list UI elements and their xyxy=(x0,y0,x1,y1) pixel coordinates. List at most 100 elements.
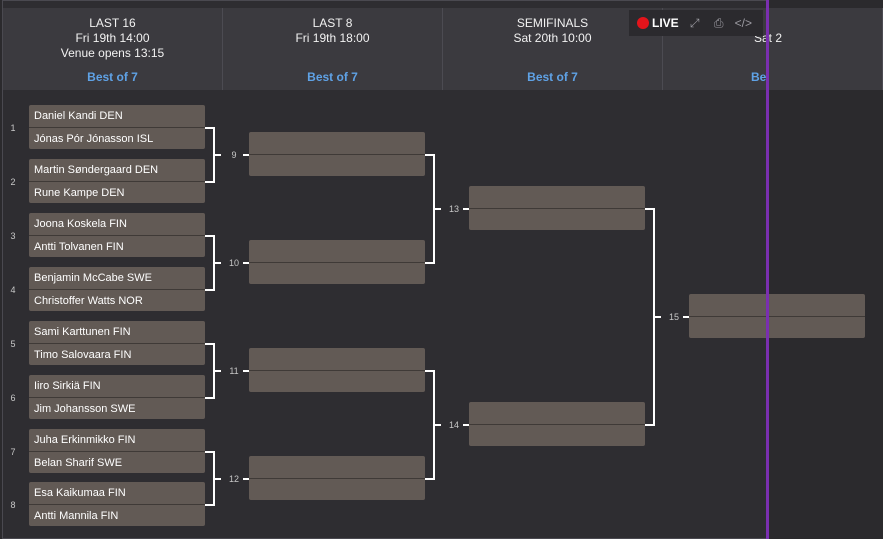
player-slot: Rune Kampe DEN xyxy=(29,181,205,203)
round-date: Sat 20th 10:00 xyxy=(513,31,592,45)
embed-code-icon[interactable]: </> xyxy=(734,16,753,30)
round-best-of: Best of 7 xyxy=(307,70,358,84)
bracket-connector xyxy=(243,370,249,372)
player-slot: Antti Tolvanen FIN xyxy=(29,235,205,257)
player-slot xyxy=(249,262,425,284)
seed-number: 5 xyxy=(10,339,16,349)
seed-number: 3 xyxy=(10,231,16,241)
bracket-connector xyxy=(645,208,655,426)
seed-number: 7 xyxy=(10,447,16,457)
match-card[interactable]: Joona Koskela FIN Antti Tolvanen FIN xyxy=(29,213,205,257)
seed-number: 8 xyxy=(10,500,16,510)
player-slot xyxy=(249,240,425,262)
bracket-connector xyxy=(243,478,249,480)
match-number: 13 xyxy=(448,204,459,214)
bracket-connector xyxy=(243,262,249,264)
bracket-connector xyxy=(215,262,221,264)
bracket-connector xyxy=(205,235,215,291)
player-slot xyxy=(249,456,425,478)
print-icon[interactable]: ⎙ xyxy=(713,16,724,30)
player-slot: Martin Søndergaard DEN xyxy=(34,164,159,176)
player-slot xyxy=(689,294,865,316)
player-slot: Jim Johansson SWE xyxy=(29,397,205,419)
bracket-connector xyxy=(215,370,221,372)
player-slot xyxy=(469,424,645,446)
player-slot: Iiro Sirkiä FIN xyxy=(34,380,101,392)
fullscreen-icon[interactable]: ⤢ xyxy=(689,16,700,30)
match-card[interactable]: Daniel Kandi DEN Jónas Pór Jónasson ISL xyxy=(29,105,205,149)
match-number: 14 xyxy=(448,420,459,430)
round-header-semifinals: SEMIFINALS Sat 20th 10:00 Best of 7 xyxy=(443,8,663,90)
round-title: SEMIFINALS xyxy=(516,16,589,30)
match-card[interactable]: Martin Søndergaard DEN Rune Kampe DEN xyxy=(29,159,205,203)
round-title: LAST 8 xyxy=(312,16,353,30)
round-header-last8: LAST 8 Fri 19th 18:00 Best of 7 xyxy=(223,8,443,90)
player-slot: Jónas Pór Jónasson ISL xyxy=(29,127,205,149)
player-slot xyxy=(249,132,425,154)
bracket-connector xyxy=(463,208,469,210)
player-slot: Esa Kaikumaa FIN xyxy=(34,487,126,499)
player-slot xyxy=(689,316,865,338)
scrollbar-edge[interactable] xyxy=(766,0,769,539)
player-slot xyxy=(469,186,645,208)
bracket-connector xyxy=(243,154,249,156)
bracket-connector xyxy=(435,208,441,210)
player-slot: Daniel Kandi DEN xyxy=(34,110,123,122)
round-date: Fri 19th 14:00 xyxy=(75,31,150,45)
player-slot xyxy=(469,208,645,230)
round-title: LAST 16 xyxy=(89,16,136,30)
match-card[interactable]: Juha Erkinmikko FIN Belan Sharif SWE xyxy=(29,429,205,473)
player-slot: Benjamin McCabe SWE xyxy=(34,272,152,284)
player-slot: Joona Koskela FIN xyxy=(34,218,127,230)
bracket-connector xyxy=(215,478,221,480)
bracket-connector xyxy=(463,424,469,426)
bracket-connector xyxy=(683,316,689,318)
match-number: 9 xyxy=(231,150,237,160)
player-slot xyxy=(249,478,425,500)
match-card[interactable] xyxy=(469,186,645,230)
round-best-of: Best of 7 xyxy=(527,70,578,84)
seed-number: 1 xyxy=(10,123,16,133)
round-venue-note: Venue opens 13:15 xyxy=(60,46,165,60)
match-card[interactable]: Iiro Sirkiä FIN Jim Johansson SWE xyxy=(29,375,205,419)
match-card[interactable]: Esa Kaikumaa FIN Antti Mannila FIN xyxy=(29,482,205,526)
match-card[interactable] xyxy=(249,240,425,284)
player-slot: Juha Erkinmikko FIN xyxy=(34,434,136,446)
live-indicator-icon xyxy=(637,17,649,29)
round-best-of: Best of 7 xyxy=(87,70,138,84)
match-card[interactable] xyxy=(249,456,425,500)
player-slot xyxy=(249,154,425,176)
player-slot: Antti Mannila FIN xyxy=(29,504,205,526)
match-card[interactable] xyxy=(689,294,865,338)
bracket-toolbar: LIVE ⤢ ⎙ </> xyxy=(629,10,763,36)
match-card[interactable]: Benjamin McCabe SWE Christoffer Watts NO… xyxy=(29,267,205,311)
seed-number: 2 xyxy=(10,177,16,187)
bracket-connector xyxy=(655,316,661,318)
seed-number: 6 xyxy=(10,393,16,403)
bracket-connector xyxy=(425,154,435,264)
match-card[interactable]: Sami Karttunen FIN Timo Salovaara FIN xyxy=(29,321,205,365)
player-slot: Sami Karttunen FIN xyxy=(34,326,131,338)
player-slot xyxy=(249,348,425,370)
match-number: 11 xyxy=(229,366,239,376)
round-date: Fri 19th 18:00 xyxy=(295,31,370,45)
round-header-last16: LAST 16 Fri 19th 14:00 Venue opens 13:15… xyxy=(3,8,223,90)
player-slot xyxy=(249,370,425,392)
bracket-connector xyxy=(205,451,215,506)
bracket-connector xyxy=(425,370,435,480)
match-card[interactable] xyxy=(469,402,645,446)
live-label[interactable]: LIVE xyxy=(652,16,679,30)
bracket-connector xyxy=(435,424,441,426)
player-slot xyxy=(469,402,645,424)
match-number: 10 xyxy=(228,258,239,268)
match-card[interactable] xyxy=(249,132,425,176)
match-number: 12 xyxy=(228,474,239,484)
bracket-connector xyxy=(205,127,215,183)
match-card[interactable] xyxy=(249,348,425,392)
player-slot: Timo Salovaara FIN xyxy=(29,343,205,365)
bracket-connector xyxy=(215,154,221,156)
round-best-of: Be xyxy=(751,70,767,84)
rounds-header: LAST 16 Fri 19th 14:00 Venue opens 13:15… xyxy=(3,8,883,90)
player-slot: Belan Sharif SWE xyxy=(29,451,205,473)
